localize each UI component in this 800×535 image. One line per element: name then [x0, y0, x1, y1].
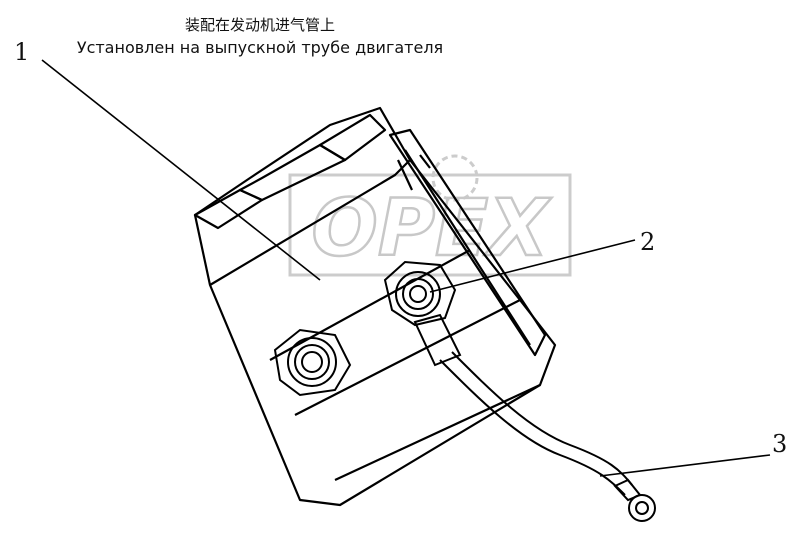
left-nut [273, 328, 352, 397]
caption-chinese: 装配在发动机进气管上 [184, 16, 335, 34]
valve-body [193, 106, 557, 507]
leader-lines [41, 59, 771, 477]
sensor-nut [383, 260, 462, 367]
callout-1: 1 [14, 38, 30, 66]
sensor-wire [439, 351, 656, 522]
leader-line-1 [41, 59, 321, 281]
leader-line-3 [599, 454, 771, 477]
callout-3: 3 [772, 430, 788, 458]
opex-watermark: OPEX [288, 154, 572, 277]
callout-2: 2 [640, 228, 656, 256]
leader-line-2 [429, 239, 636, 293]
caption-russian: Установлен на выпускной трубе двигателя [76, 38, 444, 57]
